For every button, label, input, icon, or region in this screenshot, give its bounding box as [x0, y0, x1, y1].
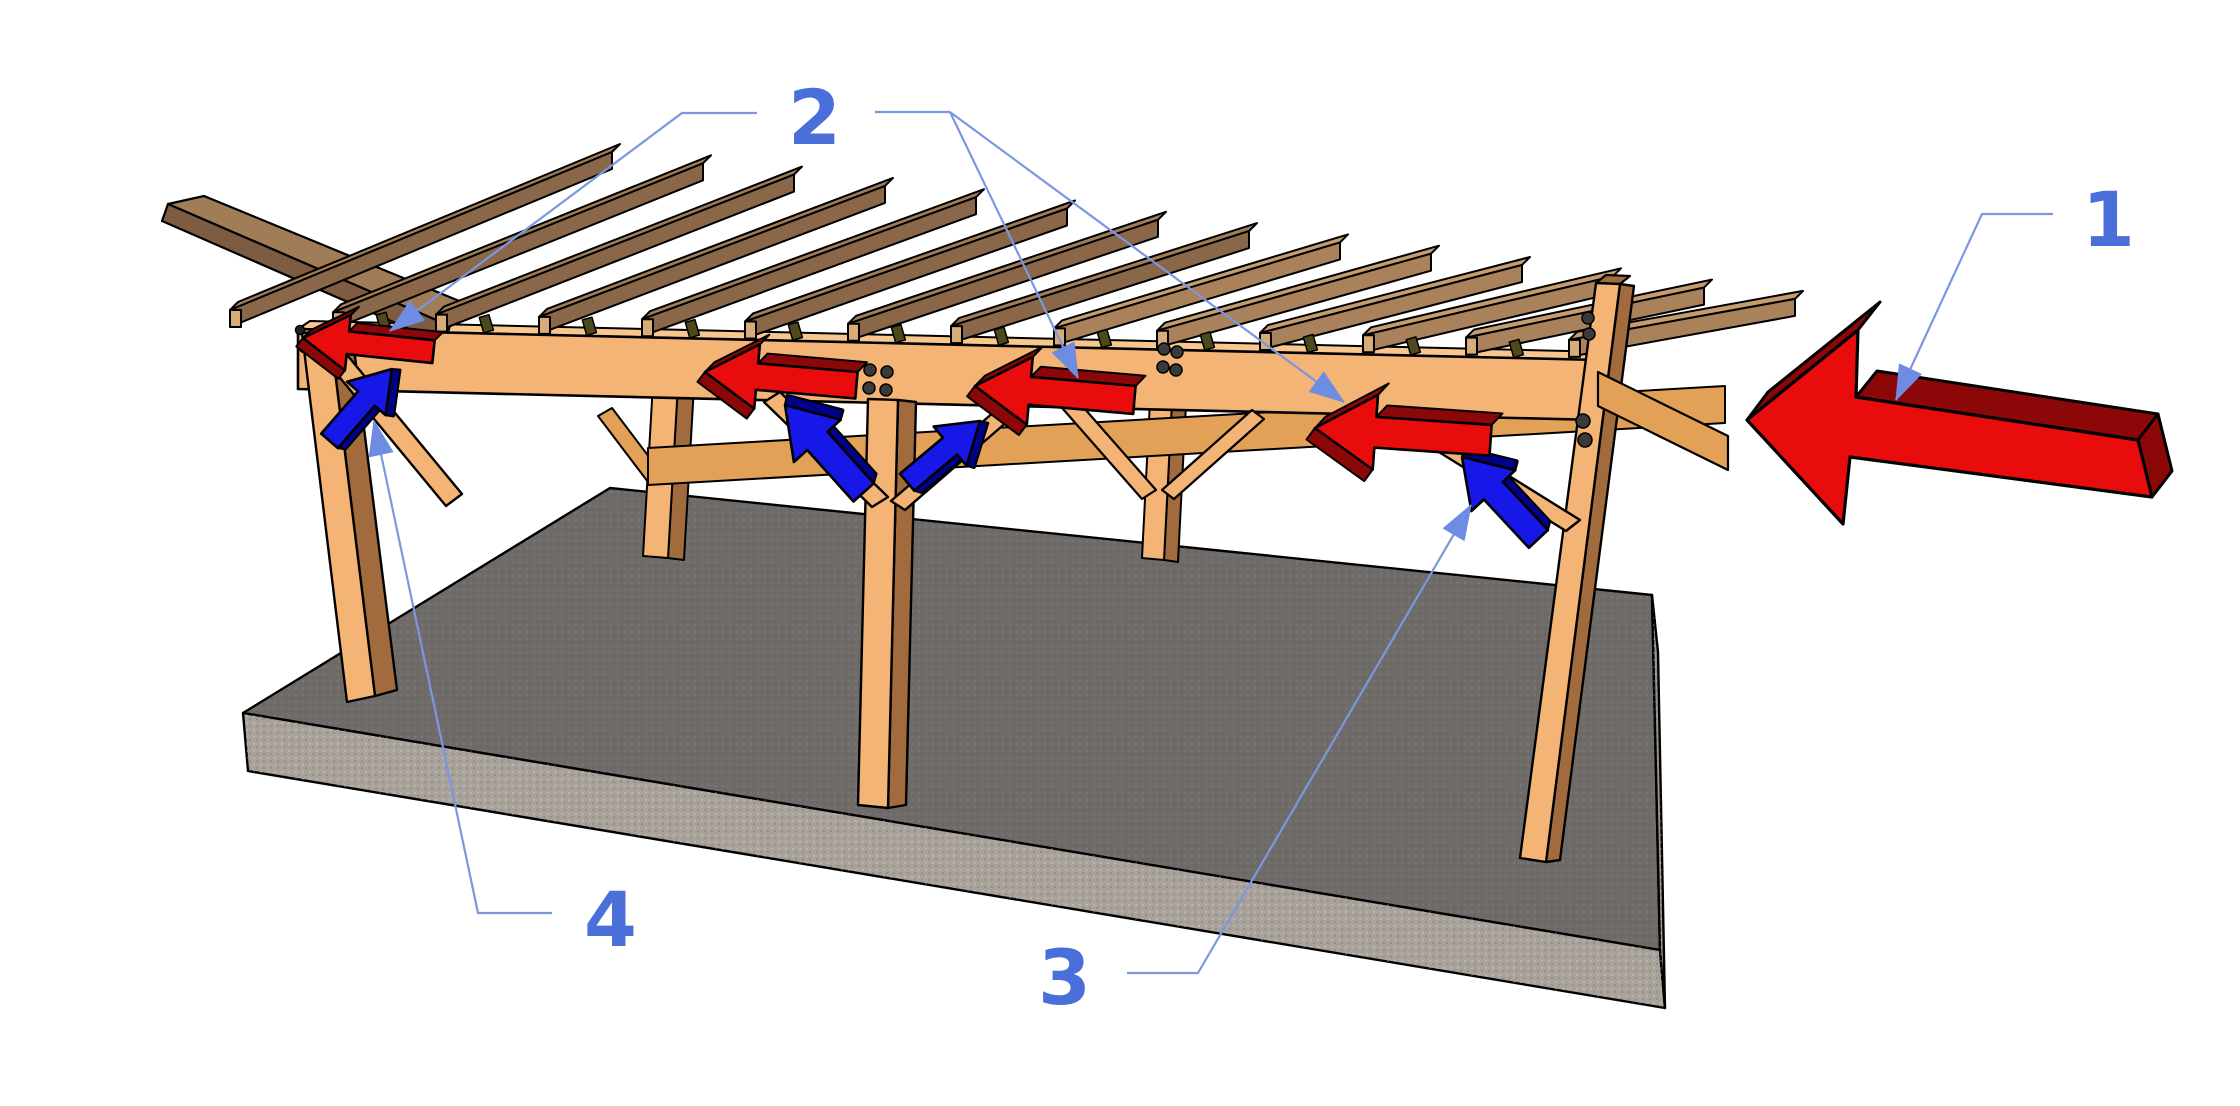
beam-splice2-bolt-4 — [1169, 363, 1183, 377]
rafter-bracket-7 — [890, 323, 907, 344]
red-force-arrow-3 — [973, 355, 1137, 427]
rafter-bracket-11 — [1302, 333, 1319, 354]
beam-splice1-bolt-2 — [880, 365, 894, 379]
rafter-7-end-cap — [847, 322, 860, 342]
rafter-bracket-5 — [684, 318, 701, 339]
slab-right-speckle — [1652, 595, 1665, 1008]
beam-splice1-bolt-4 — [879, 383, 893, 397]
post-4-bolt-2 — [1582, 327, 1596, 341]
slab-top-speckle — [243, 488, 1660, 950]
callout-2-label: 2 — [788, 73, 841, 162]
rafter-13-end-cap — [1465, 336, 1478, 356]
leader-2-left-arrowhead — [389, 300, 425, 332]
leader-1-line — [1895, 212, 2053, 401]
post-1-screw-1 — [294, 324, 306, 336]
leader-2-right-b-arrowhead — [1309, 371, 1345, 403]
post-4-bolt-3 — [1575, 413, 1591, 429]
rafter-4-end-cap — [538, 315, 551, 335]
leader-1-arrowhead — [1895, 363, 1922, 401]
post-4-front — [1518, 281, 1622, 864]
beam-splice2-bolt-2 — [1170, 345, 1184, 359]
rafter-bracket-8 — [993, 326, 1010, 346]
callout-3-label: 3 — [1038, 933, 1091, 1022]
callout-4-label: 4 — [584, 875, 637, 964]
rafter-bracket-4 — [581, 316, 598, 337]
leader-2-right-a-line — [949, 111, 1079, 379]
post-4-bolt-4 — [1577, 432, 1593, 448]
red-force-arrow-4 — [1313, 393, 1493, 471]
rafter-12-end-cap — [1362, 334, 1375, 354]
leader-4-line — [372, 420, 552, 915]
leader-2-right-a-arrowhead — [1051, 341, 1079, 379]
rafter-14-end-cap — [1568, 338, 1581, 358]
applied-load-arrow — [1745, 328, 2154, 526]
leader-4-arrowhead — [368, 420, 394, 458]
rafter-8-end-cap — [950, 325, 963, 345]
red-force-arrow-1 — [301, 313, 437, 372]
rafter-bracket-13 — [1508, 338, 1525, 359]
leader-2-left-line — [389, 111, 757, 332]
rafter-bracket-12 — [1405, 336, 1422, 356]
rafter-bracket-10 — [1199, 331, 1216, 351]
beam-splice1-bolt-1 — [863, 363, 877, 377]
leader-2-right-b-line — [949, 111, 1345, 403]
beam-splice1-bolt-3 — [862, 381, 876, 395]
slab-front-speckle — [243, 713, 1665, 1008]
rafter-bracket-3 — [478, 313, 495, 334]
left-fascia-top — [166, 194, 488, 328]
rafter-6-end-cap — [744, 320, 757, 340]
post-4-bolt-1 — [1581, 311, 1595, 325]
blue-force-arrow-2 — [783, 403, 876, 503]
callout-1-label: 1 — [2082, 175, 2135, 264]
rafter-5-end-cap — [641, 318, 654, 338]
leader-3-line — [1127, 504, 1472, 975]
rafter-bracket-9 — [1096, 328, 1113, 349]
blue-force-arrow-3 — [898, 419, 982, 493]
red-force-arrow-2 — [703, 343, 859, 411]
mid-brace-right — [1160, 408, 1266, 501]
rafter-1-end-cap — [229, 309, 242, 328]
blue-force-arrow-4 — [1460, 455, 1550, 550]
rafter-3-end-cap — [435, 313, 448, 333]
post-4-side-beam — [1596, 370, 1730, 472]
beam-splice2-bolt-1 — [1157, 342, 1171, 356]
blue-force-arrow-1 — [319, 367, 394, 450]
leader-3-arrowhead — [1443, 504, 1472, 541]
beam-splice2-bolt-3 — [1156, 360, 1170, 374]
rafter-bracket-6 — [787, 321, 804, 341]
